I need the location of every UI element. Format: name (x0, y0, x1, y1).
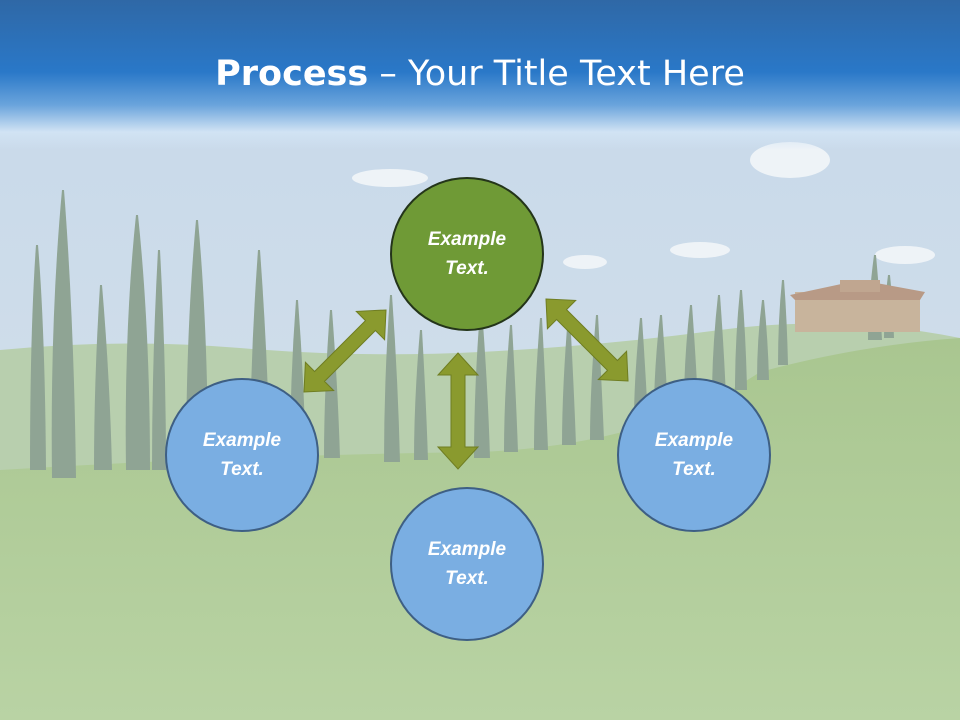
node-top-center[interactable]: Example Text. (390, 177, 544, 331)
title-bar (0, 0, 960, 150)
title-rest: – Your Title Text Here (368, 54, 745, 94)
node-right[interactable]: Example Text. (617, 378, 771, 532)
title-bold: Process (215, 54, 369, 94)
node-bottom-label: Example Text. (427, 539, 507, 589)
node-right-label: Example Text. (654, 430, 734, 480)
farmhouse (790, 280, 925, 332)
double-arrow-diagonal-right-icon (531, 284, 643, 396)
double-arrow-diagonal-left-icon (289, 295, 401, 407)
node-left[interactable]: Example Text. (165, 378, 319, 532)
slide-title: Process – Your Title Text Here (0, 54, 960, 94)
node-left-label: Example Text. (202, 430, 282, 480)
node-bottom[interactable]: Example Text. (390, 487, 544, 641)
double-arrow-vertical-icon (437, 352, 479, 470)
node-top-label: Example Text. (427, 229, 507, 279)
